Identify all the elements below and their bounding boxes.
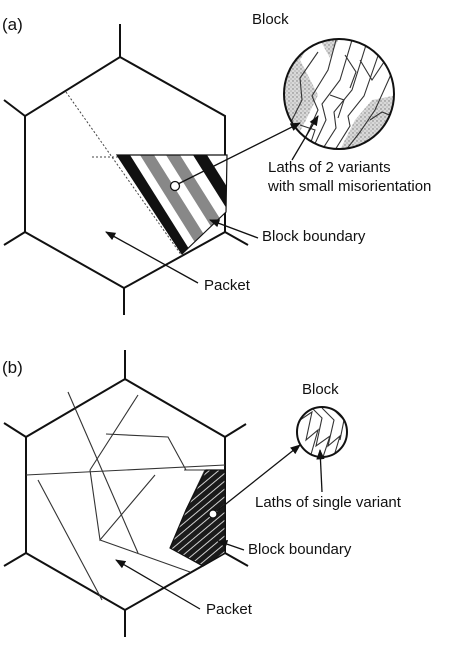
magnified-block-circle-b [296,406,348,458]
block-boundary-arrow-b [217,540,245,551]
panel-b-label: (b) [2,358,23,377]
laths-label-a-line2: with small misorientation [267,178,431,195]
panel-a: (a) [2,11,431,315]
block-boundary-label-b: Block boundary [248,541,352,558]
block-boundary-arrow-a [209,219,259,239]
magnified-block-circle-a [283,38,395,150]
packet-arrow-a [105,231,199,284]
laths-pointer-arrow-b [316,448,325,493]
block-marker-b [208,509,218,519]
packet-boundaries-a [65,91,225,257]
laths-label-b: Laths of single variant [255,494,402,511]
neighbor-grain-boundaries-b [3,350,249,637]
block-title-b: Block [302,381,339,398]
magnify-arrow-b [216,444,301,512]
block-a [117,155,227,254]
block-outline-b [169,469,226,567]
packet-boundaries-b [25,391,226,601]
block-boundary-label-a: Block boundary [262,228,366,245]
block-outline-a [115,154,228,255]
panel-a-label: (a) [2,15,23,34]
packet-label-b: Packet [206,601,253,618]
neighbor-grain-boundaries-a [3,24,249,315]
packet-arrow-b [115,559,201,610]
block-title-a: Block [252,11,289,28]
packet-label-a: Packet [204,277,251,294]
magnify-arrow-a [177,122,301,185]
panel-b: (b) [2,350,402,637]
laths-pointer-arrow-a [291,115,319,161]
block-b [170,470,225,566]
laths-label-a-line1: Laths of 2 variants [268,159,391,176]
block-marker-a [169,180,181,192]
